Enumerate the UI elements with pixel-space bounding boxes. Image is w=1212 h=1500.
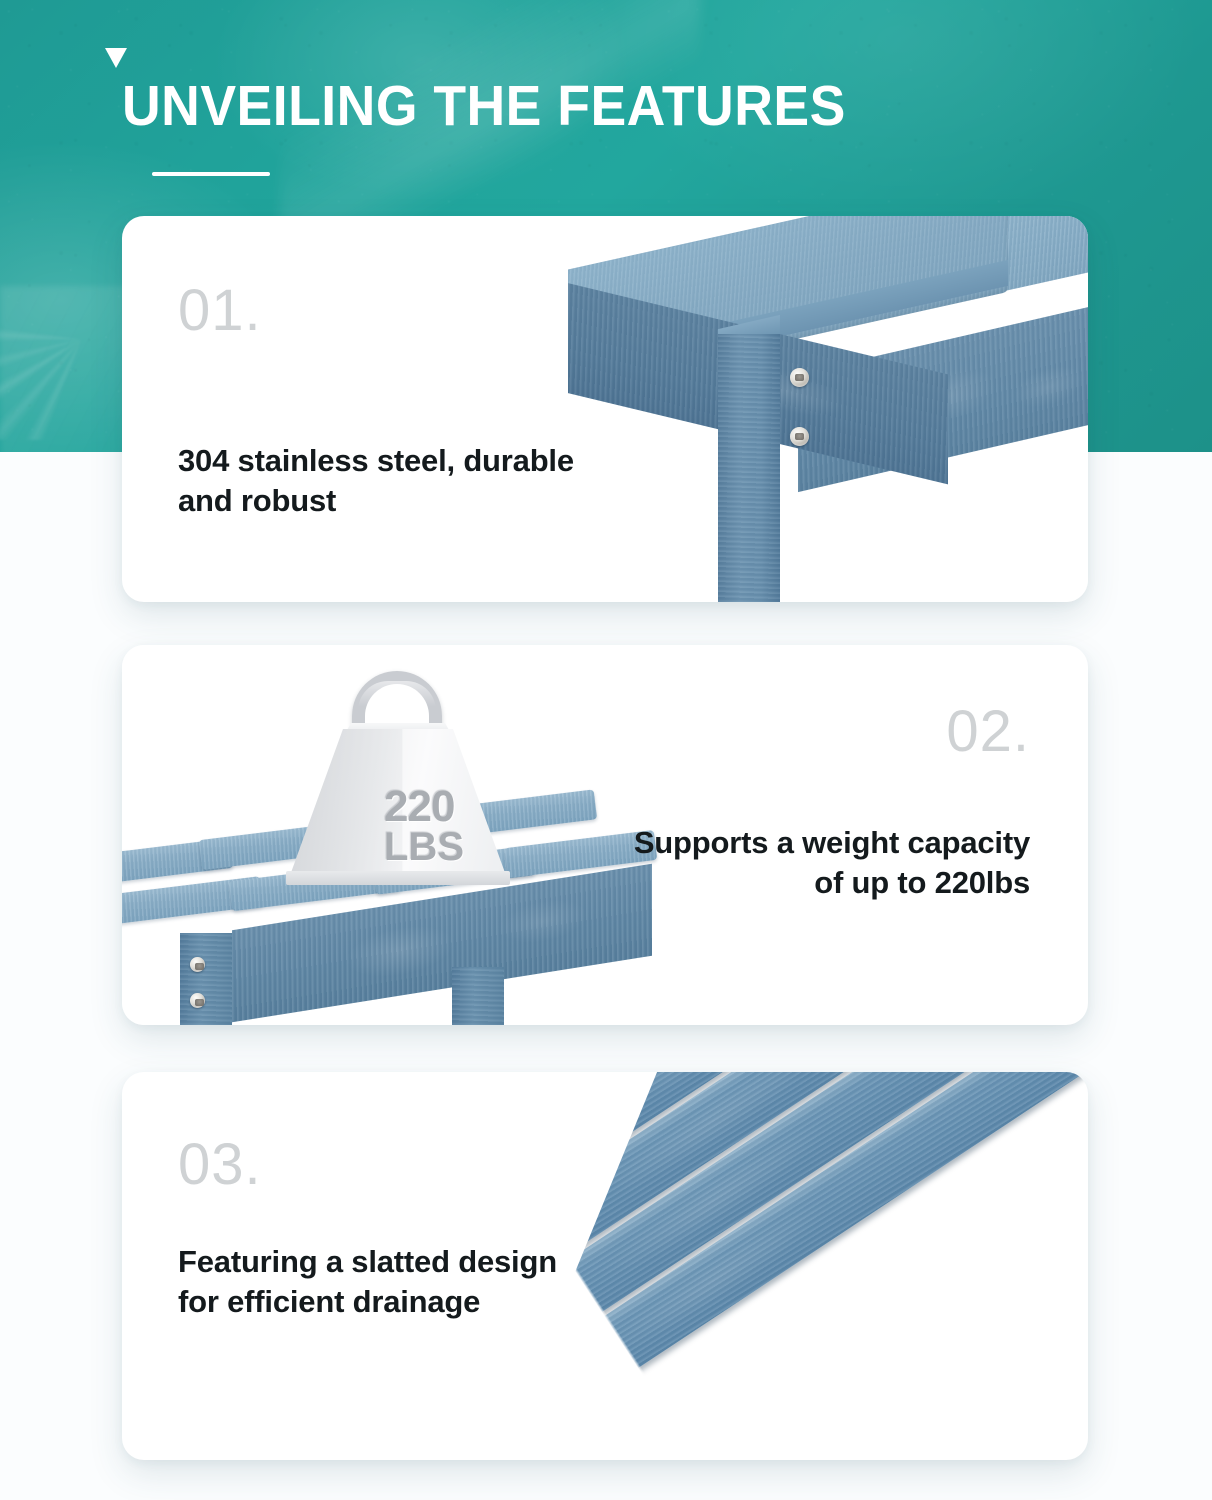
weight-block-graphic: 220 LBS — [286, 671, 510, 885]
table-leg — [718, 334, 780, 602]
stainless-screw-icon — [790, 427, 809, 446]
feature-1-headline: 304 stainless steel, durable and robust — [178, 443, 574, 518]
weight-amount: 220 — [384, 782, 455, 831]
stainless-screw-icon — [790, 368, 809, 387]
table-leg-back — [452, 967, 504, 1025]
feature-card-1: 01. 304 stainless steel, durable and rob… — [122, 216, 1088, 602]
page-title: UNVEILING THE FEATURES — [122, 74, 846, 138]
table-leg-front — [180, 933, 232, 1025]
feature-2-headline: Supports a weight capacity of up to 220l… — [633, 825, 1030, 900]
feature-card-2: 220 LBS 02. Supports a weight capacity o… — [122, 645, 1088, 1025]
feature-1-image — [568, 216, 1088, 602]
feature-card-3: 03. Featuring a slatted design for effic… — [122, 1072, 1088, 1460]
stainless-screw-icon — [190, 993, 205, 1008]
image-diagonal-mask — [448, 1072, 1088, 1460]
feature-2-image: 220 LBS — [122, 645, 662, 1025]
feature-1-number: 01. — [178, 278, 262, 343]
feature-3-number: 03. — [178, 1132, 262, 1197]
feature-3-image — [448, 1072, 1088, 1460]
weight-base — [286, 871, 510, 885]
feature-2-number: 02. — [946, 699, 1030, 764]
weight-unit: LBS — [384, 825, 464, 870]
weight-label: 220 LBS — [384, 782, 504, 870]
feature-3-headline: Featuring a slatted design for efficient… — [178, 1244, 557, 1319]
triangle-down-icon — [105, 48, 127, 68]
title-underline-rule — [152, 172, 270, 176]
stainless-screw-icon — [190, 957, 205, 972]
